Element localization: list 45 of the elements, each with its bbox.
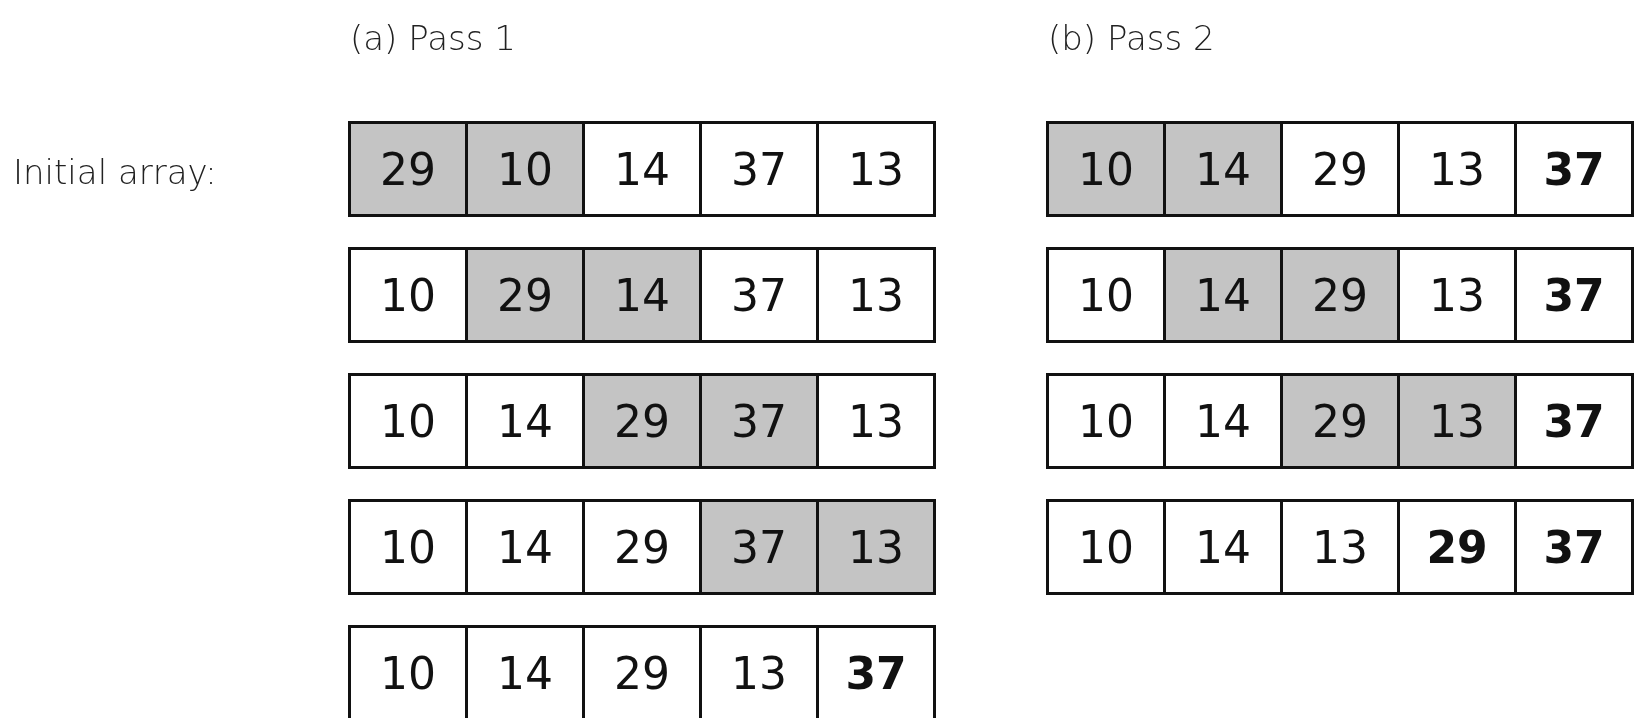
array-element: 13 <box>1397 373 1517 469</box>
array-element: 29 <box>582 499 702 595</box>
array-element: 10 <box>465 121 585 217</box>
array-element: 13 <box>1280 499 1400 595</box>
array-element: 29 <box>1397 499 1517 595</box>
array-element: 14 <box>582 247 702 343</box>
array-element: 29 <box>582 373 702 469</box>
array-element: 10 <box>1046 373 1166 469</box>
row-label: Initial array: <box>13 152 217 192</box>
array-element: 13 <box>816 247 936 343</box>
array-element: 37 <box>699 499 819 595</box>
array-element: 10 <box>348 373 468 469</box>
array-element: 13 <box>816 121 936 217</box>
array-element: 14 <box>1163 121 1283 217</box>
array-element: 37 <box>1514 247 1634 343</box>
array-element: 10 <box>348 247 468 343</box>
array-element: 10 <box>348 625 468 718</box>
array-element: 37 <box>699 373 819 469</box>
array-element: 13 <box>816 499 936 595</box>
array-element: 10 <box>1046 499 1166 595</box>
array-element: 14 <box>582 121 702 217</box>
array-element: 14 <box>465 373 585 469</box>
array-element: 37 <box>1514 373 1634 469</box>
array-element: 13 <box>1397 121 1517 217</box>
array-element: 37 <box>699 121 819 217</box>
array-element: 37 <box>1514 121 1634 217</box>
array-element: 10 <box>348 499 468 595</box>
array-element: 10 <box>1046 121 1166 217</box>
array-element: 37 <box>699 247 819 343</box>
array-element: 37 <box>1514 499 1634 595</box>
array-element: 29 <box>348 121 468 217</box>
array-element: 29 <box>465 247 585 343</box>
array-element: 29 <box>1280 247 1400 343</box>
array-element: 10 <box>1046 247 1166 343</box>
panel-heading: (a) Pass 1 <box>350 18 516 58</box>
array-element: 29 <box>1280 121 1400 217</box>
array-element: 37 <box>816 625 936 718</box>
array-element: 29 <box>1280 373 1400 469</box>
array-element: 13 <box>1397 247 1517 343</box>
array-element: 14 <box>1163 499 1283 595</box>
array-element: 14 <box>1163 247 1283 343</box>
array-element: 14 <box>1163 373 1283 469</box>
array-element: 14 <box>465 499 585 595</box>
array-element: 13 <box>816 373 936 469</box>
panel-heading: (b) Pass 2 <box>1048 18 1215 58</box>
